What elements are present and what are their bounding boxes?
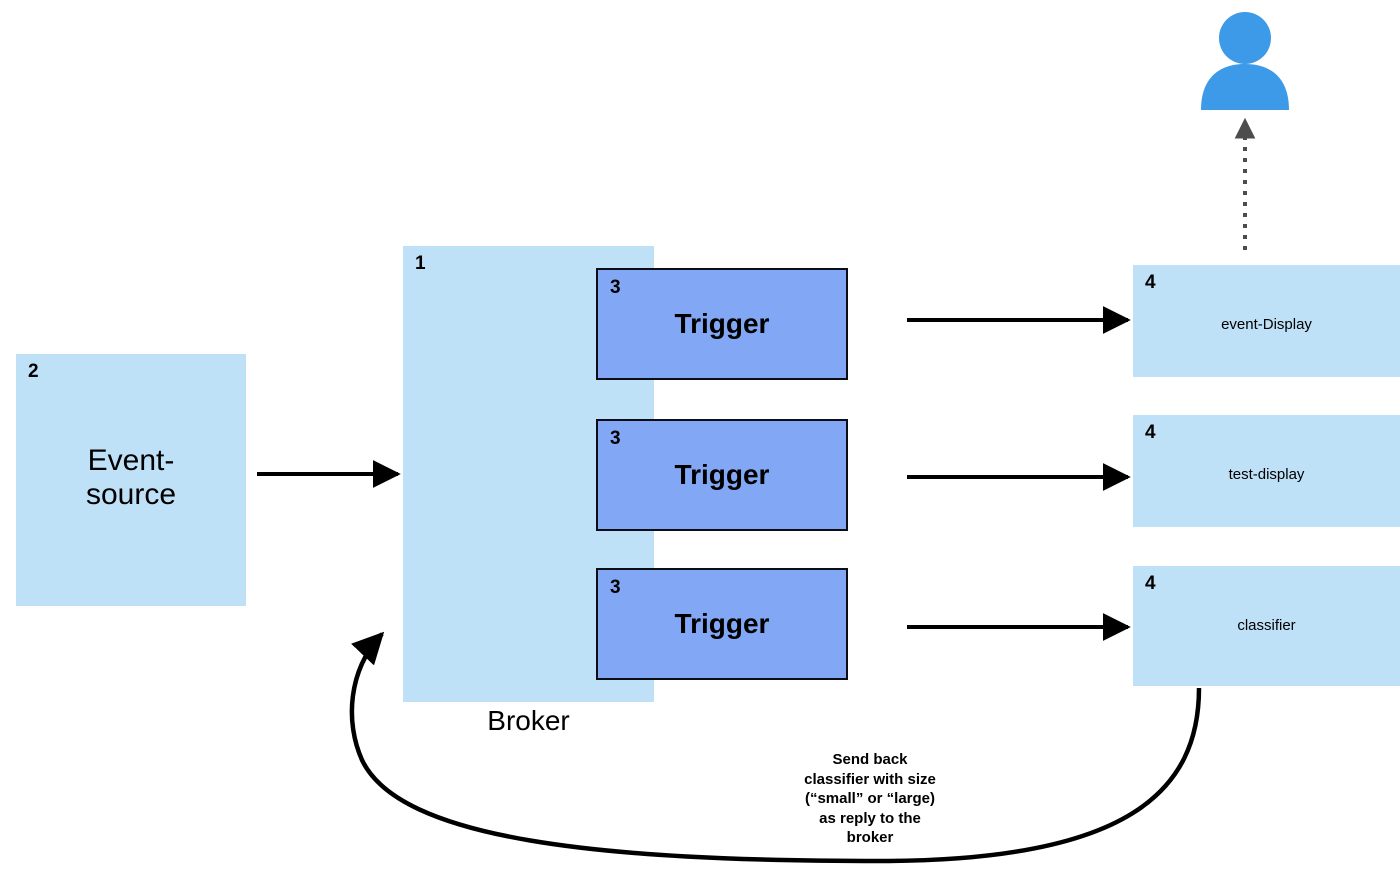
event-source-label-line2: source	[85, 478, 177, 511]
trigger-badge-2: 3	[610, 428, 621, 449]
broker-label: Broker	[487, 705, 570, 736]
trigger-badge-3: 3	[610, 577, 621, 598]
service-box-event-display[interactable]: 4 event-Display	[1133, 265, 1400, 377]
trigger-label-3: Trigger	[674, 608, 770, 639]
service-badge-2: 4	[1145, 422, 1156, 443]
trigger-badge-1: 3	[610, 277, 621, 298]
trigger-box-1[interactable]: 3 Trigger	[596, 268, 848, 380]
service-box-test-display[interactable]: 4 test-display	[1133, 415, 1400, 527]
return-edge-caption: Send back classifier with size (“small” …	[804, 751, 936, 846]
user-person-icon	[1199, 10, 1291, 110]
event-source-badge: 2	[28, 361, 39, 382]
trigger-label-2: Trigger	[674, 459, 770, 490]
event-source-label-line1: Event-	[87, 444, 175, 477]
service-label-event-display: event-Display	[1221, 316, 1312, 333]
trigger-label-1: Trigger	[674, 308, 770, 339]
service-badge-3: 4	[1145, 573, 1156, 594]
service-label-classifier: classifier	[1237, 617, 1296, 634]
broker-badge: 1	[415, 253, 426, 274]
service-label-test-display: test-display	[1228, 466, 1305, 483]
service-box-classifier[interactable]: 4 classifier	[1133, 566, 1400, 686]
trigger-box-3[interactable]: 3 Trigger	[596, 568, 848, 680]
event-source-box[interactable]: 2 Event- source	[16, 354, 246, 606]
service-badge-1: 4	[1145, 272, 1156, 293]
trigger-box-2[interactable]: 3 Trigger	[596, 419, 848, 531]
